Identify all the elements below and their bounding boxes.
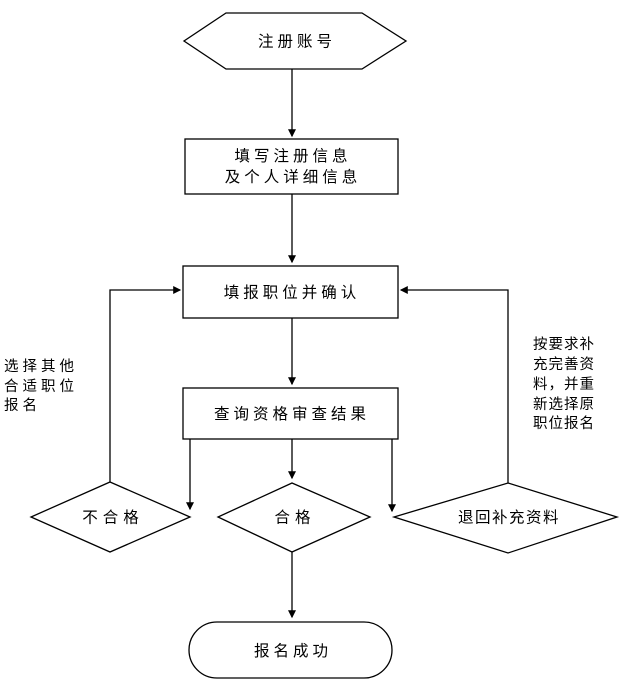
returned-supplement-label: 退回补充资料: [458, 509, 560, 527]
edge-returned-supplement-feedback-to-apply-position: [399, 286, 509, 483]
right-note: 按要求补 充完善资 料，并重 新选择原 职位报名: [533, 336, 595, 432]
left-note: 选择其他 合适职位 报名: [4, 358, 78, 414]
start-node: [182, 12, 408, 70]
right-note-line2: 充完善资: [533, 356, 595, 373]
right-note-line5: 职位报名: [533, 415, 595, 432]
qualified-label: 合格: [274, 509, 315, 527]
apply-position-node: [182, 265, 399, 319]
start-node-label: 注册账号: [258, 33, 336, 51]
qualified-node: [216, 482, 372, 553]
success-node: [188, 621, 393, 679]
unqualified-node: [29, 481, 192, 553]
returned-supplement-node: [391, 482, 620, 554]
edge-unqualified-feedback-to-apply-position: [109, 286, 182, 482]
query-review-label: 查询资格审查结果: [214, 405, 370, 423]
unqualified-label: 不合格: [82, 509, 144, 527]
fill-registration-label-line1: 填写注册信息: [234, 147, 351, 165]
right-note-line3: 料，并重: [533, 376, 595, 393]
left-note-line1: 选择其他: [4, 358, 78, 375]
apply-position-label: 填报职位并确认: [224, 284, 361, 302]
left-note-line2: 合适职位: [4, 378, 78, 395]
query-review-node: [182, 387, 399, 440]
fill-registration-node: [184, 138, 399, 195]
right-note-line4: 新选择原: [533, 396, 595, 413]
success-label: 报名成功: [254, 642, 332, 660]
left-note-line3: 报名: [4, 397, 41, 414]
fill-registration-label-line2: 及个人详细信息: [225, 168, 362, 186]
right-note-line1: 按要求补: [533, 336, 595, 353]
